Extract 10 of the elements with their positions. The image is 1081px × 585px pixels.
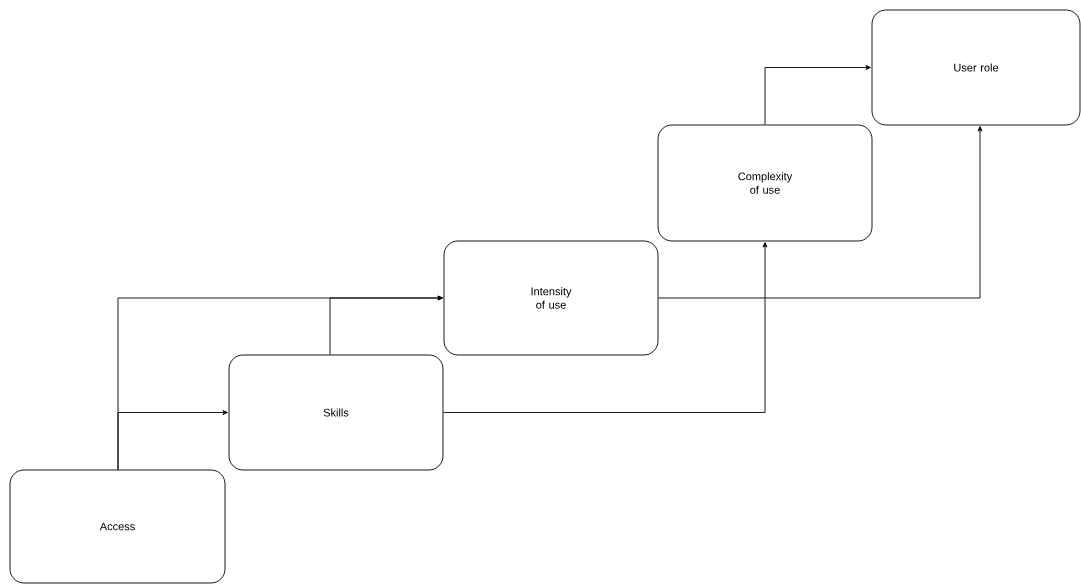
arrow bbox=[764, 65, 871, 125]
arrow bbox=[329, 295, 443, 355]
process-box: User role bbox=[871, 9, 1081, 126]
arrow bbox=[117, 410, 228, 470]
process-box: Access bbox=[9, 469, 226, 584]
arrow bbox=[443, 242, 768, 413]
process-box: Skills bbox=[228, 354, 444, 471]
process-box: Complexity of use bbox=[657, 124, 873, 242]
arrow bbox=[658, 126, 983, 299]
process-box: Intensity of use bbox=[443, 240, 659, 356]
